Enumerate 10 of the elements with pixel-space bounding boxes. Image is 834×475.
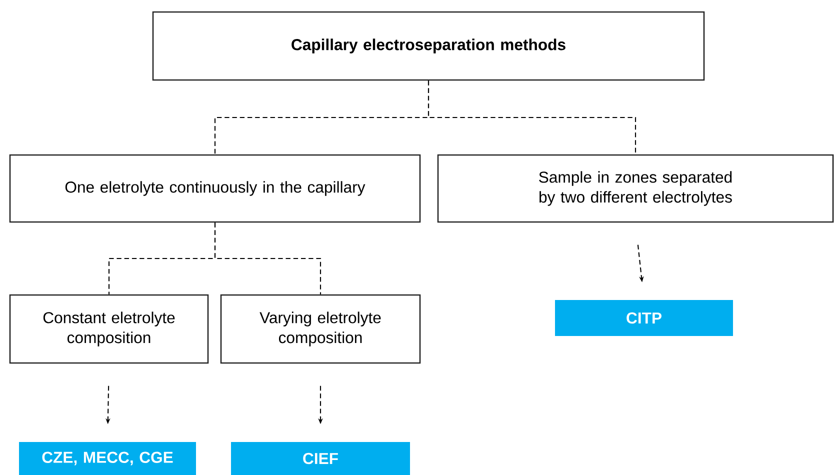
- connector-line: [428, 80, 636, 154]
- category-box: One eletrolyte continuously in the capillary: [9, 154, 421, 223]
- method-box: CITP: [555, 300, 733, 336]
- method-box: CZE, MECC, CGE: [19, 442, 196, 475]
- category-box: Varying eletrolyte composition: [220, 294, 421, 364]
- category-box: Sample in zones separated by two different electrolytes: [437, 154, 834, 223]
- category-box: Capillary electroseparation methods: [152, 11, 705, 81]
- method-box: CIEF: [231, 442, 410, 475]
- connector-line: [214, 222, 322, 294]
- category-box: Constant eletrolyte composition: [9, 294, 209, 364]
